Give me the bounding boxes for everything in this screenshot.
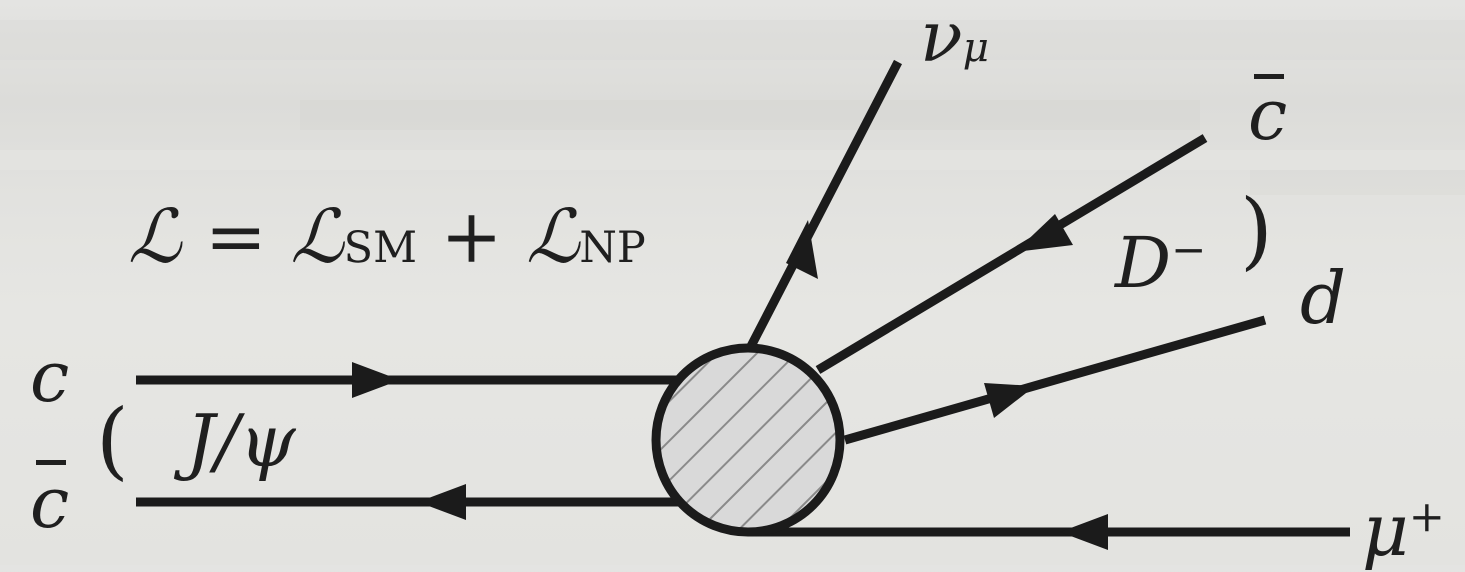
overbar [1254, 74, 1284, 79]
overbar [36, 460, 66, 465]
label-d: d [1300, 256, 1347, 340]
label-c: c [30, 336, 70, 418]
cbar-out-line [815, 134, 1208, 374]
label-cbar-out: c [1248, 74, 1287, 150]
muon-arrow [1060, 514, 1108, 550]
blob-hatching [656, 348, 840, 532]
neutrino-line [744, 59, 902, 355]
lagrangian-equation: ℒ = ℒSM + ℒNP [128, 200, 646, 274]
nu-subscript: μ [962, 23, 989, 71]
mu-charge: + [1408, 492, 1445, 543]
cbar-letter: c [30, 462, 70, 544]
label-d-meson: D− [1115, 228, 1206, 298]
c-quark-arrow [352, 362, 400, 398]
cbar-quark-arrow [418, 484, 466, 520]
lagrangian-symbol: ℒ [128, 194, 182, 280]
d-meson-bracket: ) [1240, 181, 1273, 279]
jpsi-bracket: ( [96, 391, 129, 489]
d-quark-arrow [984, 383, 1035, 418]
nu-letter: ν [920, 0, 963, 78]
label-cbar: c [30, 460, 69, 538]
d-meson-letter: D [1115, 222, 1172, 304]
label-mu-plus: μ+ [1362, 494, 1445, 566]
sm-subscript: SM [343, 223, 417, 273]
equals-sign: = [204, 194, 267, 280]
plus-sign: + [440, 194, 503, 280]
label-nu-mu: νμ [920, 2, 989, 72]
interaction-blob-outline [651, 343, 845, 537]
neutrino-arrow [786, 220, 818, 279]
d-meson-charge: − [1171, 224, 1207, 274]
label-jpsi: J/ψ [186, 399, 296, 483]
lagrangian-np-symbol: ℒ [526, 194, 580, 280]
mu-letter: μ [1362, 488, 1409, 572]
cbar-out-arrow [1015, 214, 1073, 252]
d-quark-line [843, 315, 1267, 445]
lagrangian-sm-symbol: ℒ [290, 194, 344, 280]
cbar-top-letter: c [1248, 74, 1288, 156]
np-subscript: NP [579, 223, 646, 273]
